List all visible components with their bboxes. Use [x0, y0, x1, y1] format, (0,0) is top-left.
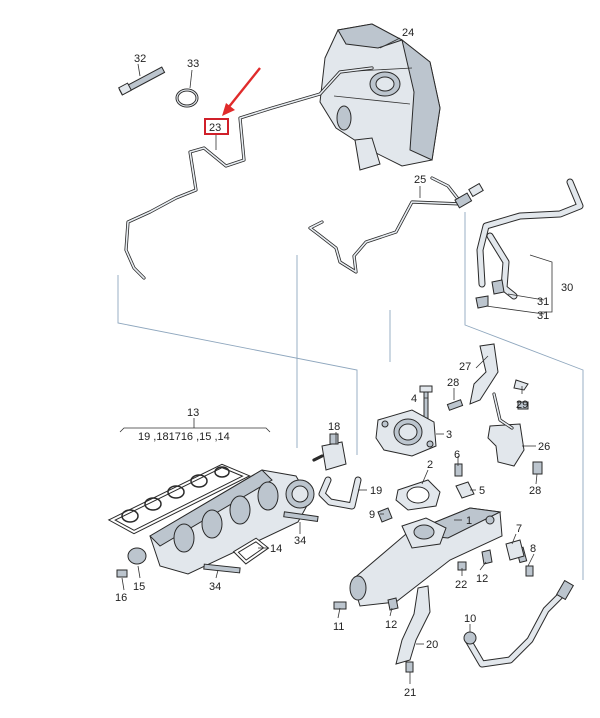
part-26-bracket	[487, 392, 525, 467]
part-20-bracket	[395, 585, 431, 665]
part-3-throttle-body	[375, 409, 437, 457]
leader-lines	[119, 37, 553, 684]
intake-gaskets-14-19	[107, 463, 251, 535]
callout-7: 7	[516, 523, 522, 535]
part-1-intake-distributor	[349, 507, 503, 607]
guide-lines	[117, 212, 584, 580]
callout-4: 4	[411, 393, 417, 405]
callout-2: 2	[427, 459, 433, 471]
callout-16: 16	[115, 592, 127, 604]
callout-group-13: 19 ,181716 ,15 ,14	[138, 431, 230, 443]
callout-31-b: 31	[537, 310, 549, 322]
callout-9: 9	[369, 509, 375, 521]
callout-27: 27	[459, 361, 471, 373]
callout-22: 22	[455, 579, 467, 591]
callout-13: 13	[187, 407, 199, 419]
callout-30: 30	[561, 282, 573, 294]
callout-11: 11	[333, 621, 344, 633]
callout-20: 20	[426, 639, 438, 651]
red-arrow-head	[222, 103, 235, 116]
callout-28-a: 28	[447, 377, 459, 389]
callout-12-a: 12	[385, 619, 397, 631]
callout-18: 18	[328, 421, 340, 433]
callout-6: 6	[454, 449, 460, 461]
callout-28-b: 28	[529, 485, 541, 497]
callout-24: 24	[402, 27, 414, 39]
part-2-gasket	[395, 479, 441, 511]
small-parts	[377, 481, 493, 611]
callout-8: 8	[530, 543, 536, 555]
callout-25: 25	[414, 174, 426, 186]
part-25-vacuum-line	[308, 176, 484, 274]
callout-32: 32	[134, 53, 146, 65]
part-10-pipe	[463, 579, 575, 668]
part-27-bracket	[469, 343, 529, 405]
callout-31-a: 31	[537, 296, 549, 308]
callout-19: 19	[370, 485, 382, 497]
part-30-hose	[475, 178, 584, 309]
part-33-hose-clamp	[175, 88, 199, 108]
callout-labels: 32 33 24 23 25 30 31 31 27 28 29 4 3 26 …	[115, 27, 573, 699]
callout-15: 15	[133, 581, 145, 593]
callout-10: 10	[464, 613, 476, 625]
callout-33: 33	[187, 58, 199, 70]
callout-3: 3	[446, 429, 452, 441]
callout-14: 14	[270, 543, 282, 555]
callout-23: 23	[209, 122, 221, 134]
callout-34-b: 34	[209, 581, 221, 593]
part-32-clip	[118, 66, 166, 96]
part-34-studs	[203, 511, 319, 574]
part-18-valve	[312, 433, 347, 471]
callout-1: 1	[466, 515, 472, 527]
callout-21: 21	[404, 687, 416, 699]
callout-34-a: 34	[294, 535, 306, 547]
part-24-air-box	[319, 23, 441, 171]
intake-manifold	[127, 469, 315, 575]
callout-12-b: 12	[476, 573, 488, 585]
highlight-box	[204, 118, 229, 135]
callout-26: 26	[538, 441, 550, 453]
highlight-marker	[204, 67, 261, 135]
part-23-vacuum-pipe	[124, 66, 374, 280]
callout-29: 29	[516, 399, 528, 411]
red-arrow	[227, 67, 261, 109]
part-7-sensor	[505, 539, 525, 561]
part-19-hose	[318, 476, 362, 510]
callout-5: 5	[479, 485, 485, 497]
